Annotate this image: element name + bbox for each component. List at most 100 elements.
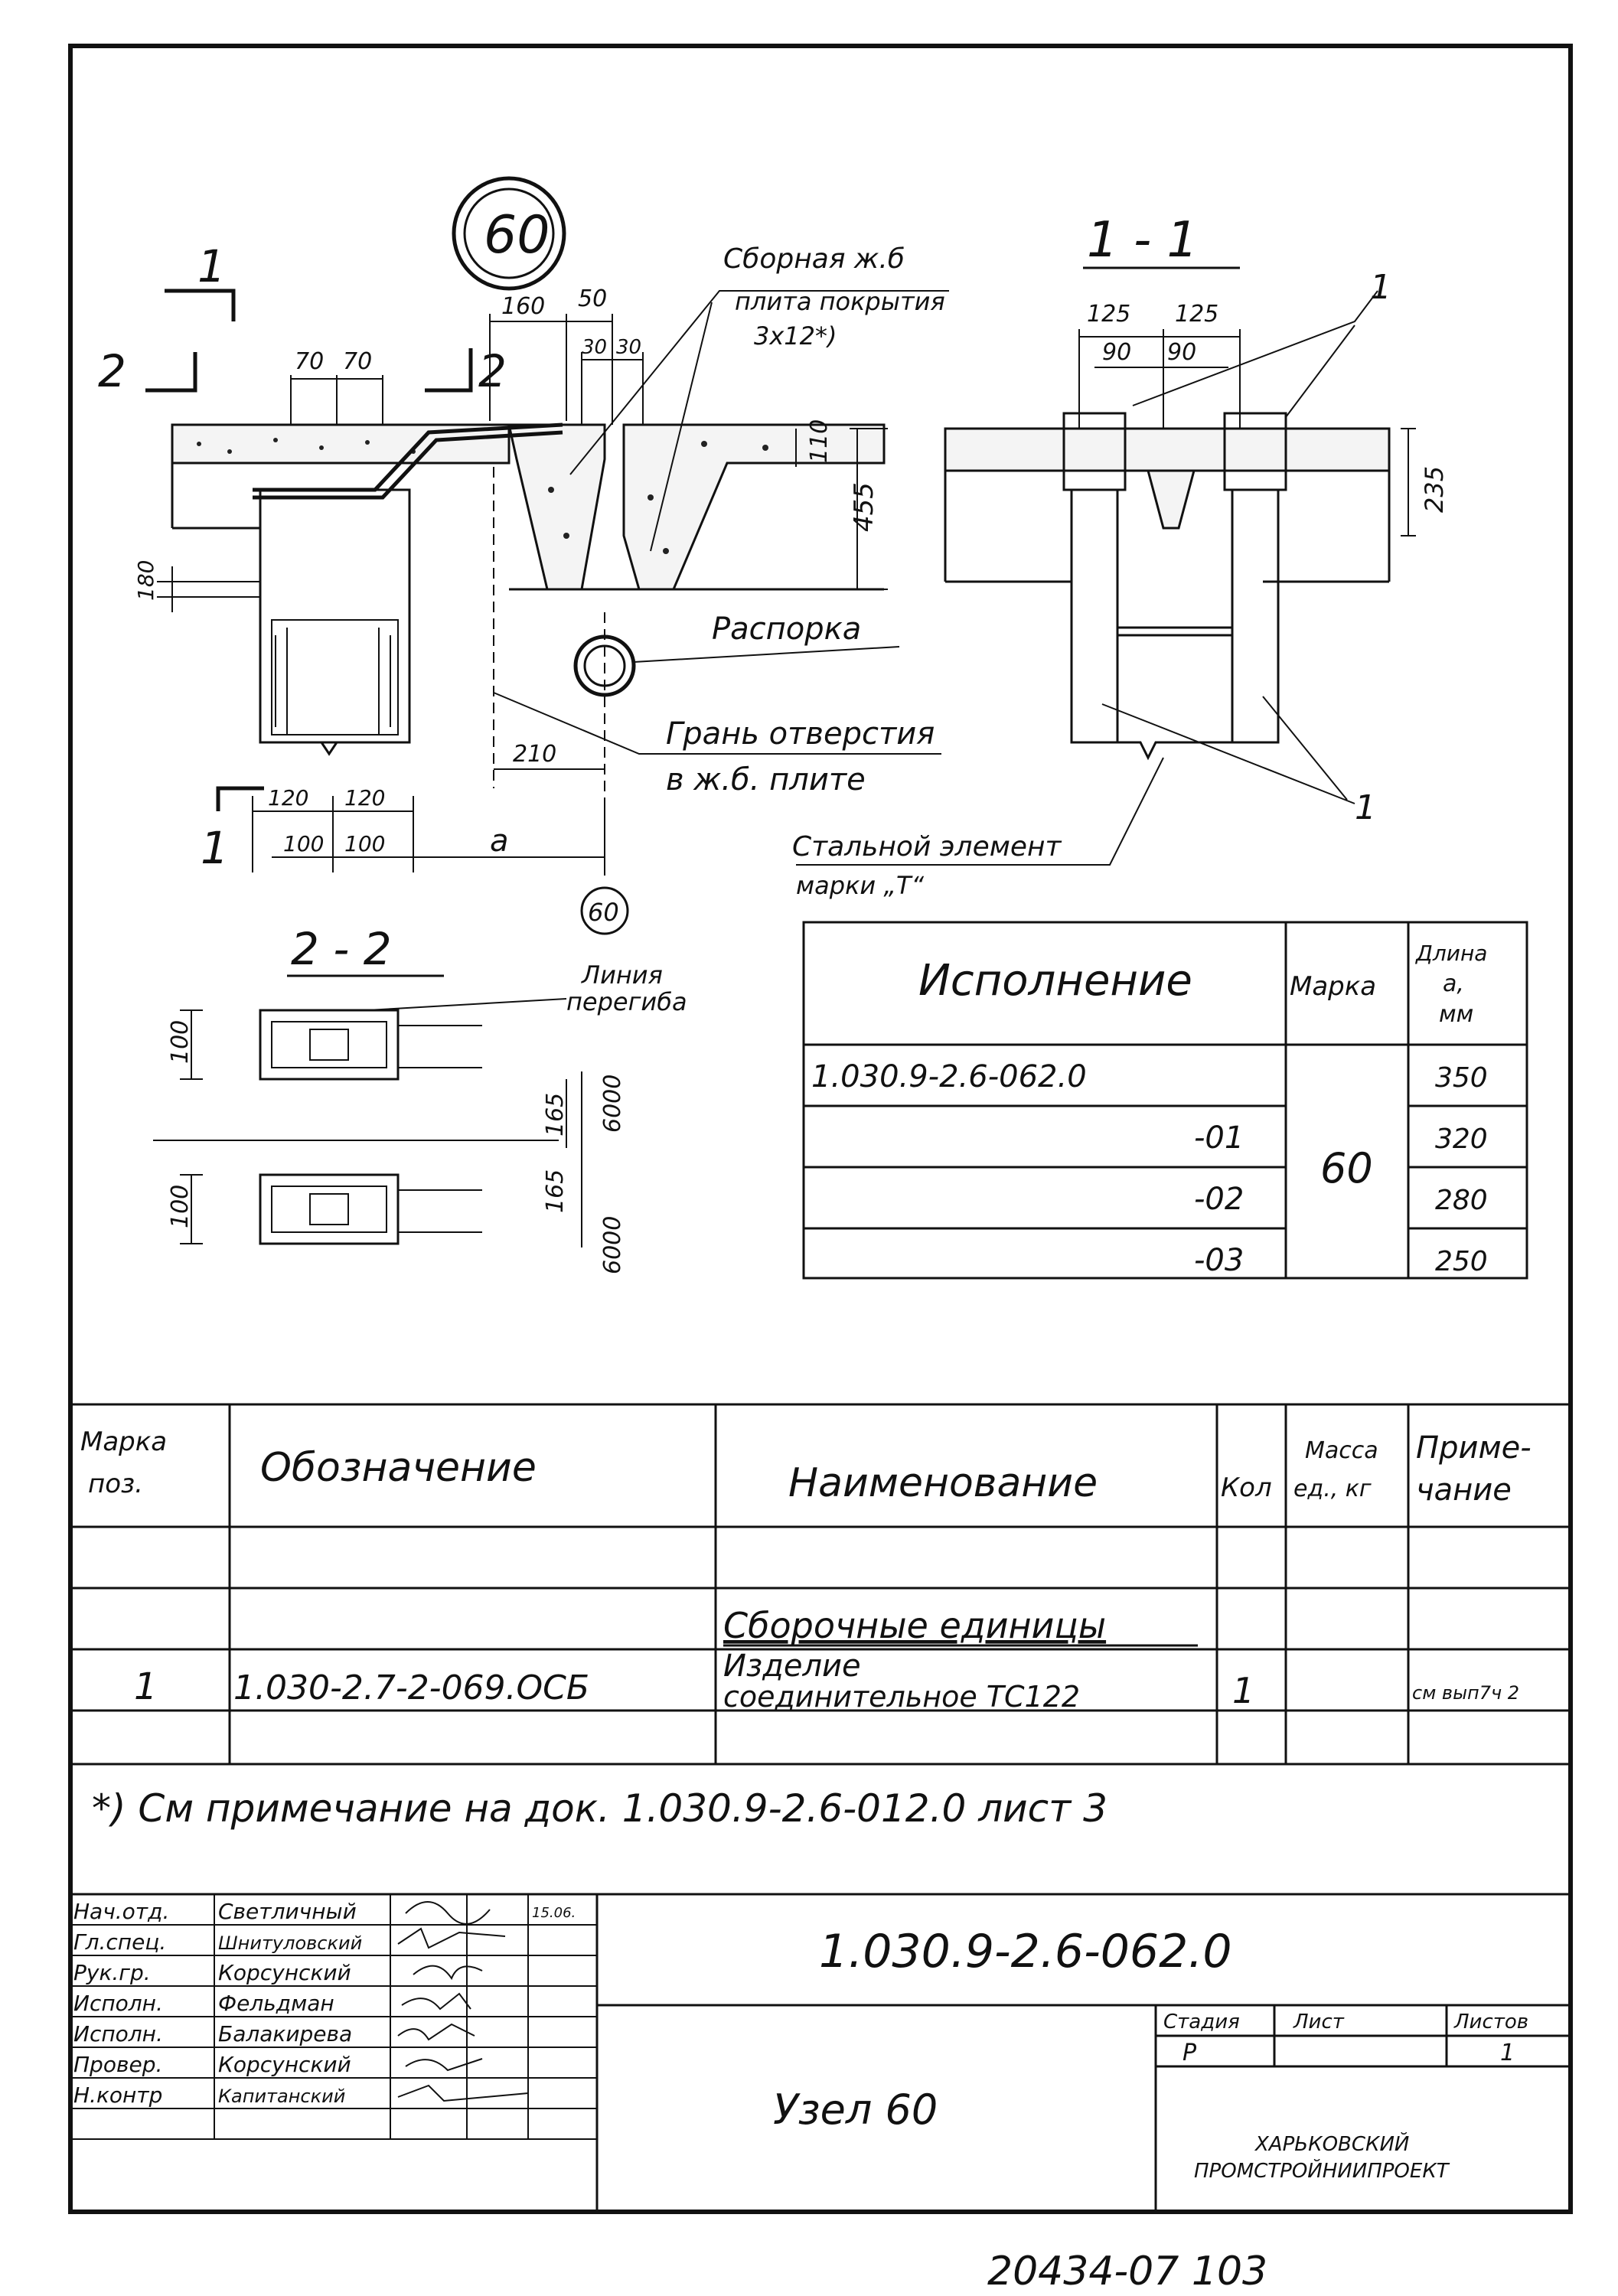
dim-165-a: 165 <box>542 1093 569 1137</box>
staff-role-3: Исполн. <box>73 1991 163 2016</box>
org-line-2: ПРОМСТРОЙНИИПРОЕКТ <box>1194 2158 1450 2183</box>
dim-210: 210 <box>513 741 556 768</box>
dim-180: 180 <box>133 560 158 601</box>
spec-header-qty: Кол <box>1221 1473 1272 1503</box>
staff-role-6: Н.контр <box>73 2082 162 2108</box>
dim-120-a: 120 <box>268 785 308 810</box>
section-1-1: 1 - 1 125 125 90 90 235 1 1 Стальной эле… <box>792 212 1449 900</box>
label-precast-line2: плита покрытия <box>735 287 945 316</box>
exec-row-0-execution: 1.030.9-2.6-062.0 <box>811 1059 1087 1094</box>
dim-125-a: 125 <box>1087 301 1130 328</box>
dim-50: 50 <box>578 285 607 312</box>
spec-header-mass-2: ед., кг <box>1293 1476 1372 1502</box>
label-steel-line2: марки „Т“ <box>796 871 924 900</box>
label-spacer: Распорка <box>712 612 861 647</box>
staff-role-4: Исполн. <box>73 2021 163 2047</box>
dim-90-a: 90 <box>1102 339 1131 366</box>
spec-header-pos-2: поз. <box>88 1469 143 1499</box>
cut-mark-2-right: 2 <box>478 345 507 397</box>
exec-header-length-3: мм <box>1439 1001 1473 1028</box>
spec-row-qty: 1 <box>1232 1670 1254 1711</box>
staff-name-6: Капитанский <box>218 2086 345 2107</box>
label-steel-line1: Стальной элемент <box>792 831 1062 863</box>
dim-100-d: 100 <box>167 1185 194 1228</box>
label-hole-edge-line1: Грань отверстия <box>666 716 935 752</box>
spec-header-pos-1: Марка <box>80 1427 167 1457</box>
staff-role-1: Гл.спец. <box>73 1929 166 1955</box>
cut-mark-2-left: 2 <box>98 345 126 397</box>
dim-455: 455 <box>849 482 879 532</box>
sheet-header: Лист <box>1293 2011 1345 2033</box>
dim-165-b: 165 <box>542 1169 569 1213</box>
exec-mark-value: 60 <box>1320 1144 1373 1192</box>
dim-125-b: 125 <box>1175 301 1218 328</box>
dim-110: 110 <box>806 419 833 463</box>
spec-header-name: Наименование <box>788 1460 1098 1506</box>
dim-100-b: 100 <box>344 831 385 856</box>
cut-mark-1-bottom: 1 <box>201 822 229 874</box>
spec-table: Марка поз. Обозначение Наименование Кол … <box>70 1403 1571 1766</box>
staff-name-3: Фельдман <box>218 1991 334 2016</box>
spec-row-pos: 1 <box>134 1665 158 1708</box>
exec-row-1-execution: -01 <box>1194 1120 1244 1156</box>
cut-mark-1-top: 1 <box>197 240 226 292</box>
dim-30-b: 30 <box>616 336 641 359</box>
dim-a: a <box>490 823 509 859</box>
dim-70-b: 70 <box>343 348 372 375</box>
label-precast-line1: Сборная ж.б <box>723 243 905 275</box>
execution-table: Исполнение Марка Длина а, мм 1.030.9-2.6… <box>802 921 1528 1280</box>
date: 15.06. <box>532 1905 576 1921</box>
dim-6000-b: 6000 <box>599 1216 626 1274</box>
exec-row-2-execution: -02 <box>1194 1182 1244 1217</box>
label-hole-edge-line2: в ж.б. плите <box>666 762 866 797</box>
spec-header-note-2: чание <box>1416 1473 1512 1508</box>
exec-header-mark: Марка <box>1290 971 1376 1002</box>
dim-6000-a: 6000 <box>599 1075 626 1133</box>
spec-header-designation: Обозначение <box>260 1445 537 1491</box>
spec-row-note: см вып7ч 2 <box>1412 1682 1519 1704</box>
footnote: *) См примечание на док. 1.030.9-2.6-012… <box>92 1786 1107 1831</box>
exec-row-0-length: 350 <box>1435 1062 1488 1094</box>
org-line-1: ХАРЬКОВСКИЙ <box>1254 2131 1409 2156</box>
dim-90-b: 90 <box>1167 339 1196 366</box>
sheets-value: 1 <box>1500 2040 1515 2066</box>
dim-100-a: 100 <box>283 831 324 856</box>
staff-name-5: Корсунский <box>218 2052 351 2077</box>
dim-120-b: 120 <box>344 785 385 810</box>
exec-row-1-length: 320 <box>1435 1124 1488 1155</box>
leader-1-top: 1 <box>1370 268 1391 307</box>
staff-name-1: Шнитуловский <box>218 1932 362 1954</box>
exec-row-2-length: 280 <box>1435 1185 1488 1216</box>
label-precast-line3: 3х12*) <box>754 321 837 351</box>
staff-role-2: Рук.гр. <box>73 1960 151 1985</box>
staff-name-0: Светличный <box>218 1899 357 1924</box>
exec-row-3-execution: -03 <box>1194 1243 1244 1278</box>
stage-value: Р <box>1183 2040 1197 2066</box>
title-block: 1.030.9-2.6-062.0 Узел 60 Стадия Лист Ли… <box>70 1893 1571 2212</box>
signatures <box>397 1901 529 2102</box>
node-callout-circle <box>452 176 566 291</box>
staff-role-5: Провер. <box>73 2052 162 2077</box>
main-node-view: 60 1 1 2 2 160 50 70 70 <box>98 176 949 935</box>
staff-name-2: Корсунский <box>218 1960 351 1985</box>
node-mark: 60 <box>484 205 550 266</box>
exec-header-length-1: Длина <box>1414 941 1487 966</box>
dim-30-a: 30 <box>582 336 607 359</box>
node-callout-inner <box>463 188 555 279</box>
callout-60: 60 <box>588 898 619 927</box>
section-1-1-title: 1 - 1 <box>1087 212 1198 269</box>
dim-70-a: 70 <box>295 348 324 375</box>
spec-row-name-1: Изделие <box>723 1649 861 1684</box>
leader-1-bottom: 1 <box>1355 788 1376 827</box>
stage-header: Стадия <box>1163 2011 1240 2033</box>
label-bend-line2: перегиба <box>566 987 687 1016</box>
exec-header-execution: Исполнение <box>918 956 1192 1006</box>
doc-code: 1.030.9-2.6-062.0 <box>819 1925 1232 1978</box>
spacer-circle <box>573 634 636 697</box>
dim-160: 160 <box>501 293 545 320</box>
dim-235: 235 <box>1420 466 1449 513</box>
archive-number: 20434-07 103 <box>987 2249 1267 2294</box>
staff-name-4: Балакирева <box>218 2021 352 2047</box>
section-2-2: 2 - 2 100 100 165 6000 165 6000 Линия пе… <box>153 923 687 1274</box>
